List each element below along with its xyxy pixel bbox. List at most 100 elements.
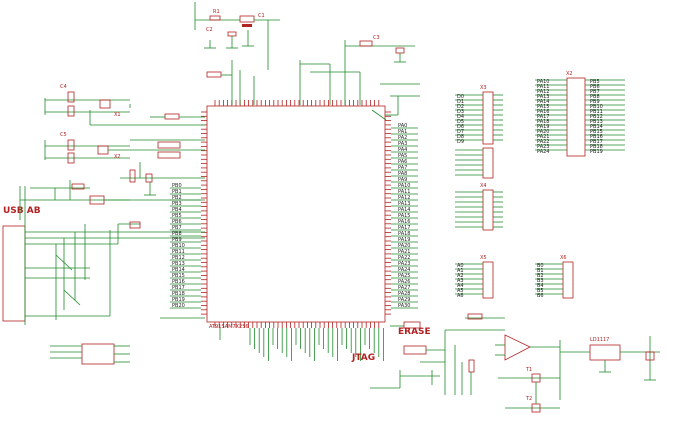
header-pin-label: D7 [457, 129, 464, 135]
right-pin-label: PA13 [398, 201, 410, 207]
right-pin-label: PA1 [398, 129, 407, 135]
left-pin-label: PB5 [172, 213, 182, 219]
jtag-label: JTAG [351, 353, 375, 363]
header-x5: X4 [480, 183, 494, 231]
header-pin-label: PB11 [590, 109, 603, 115]
x2-label: X2 [114, 154, 121, 160]
header-pin-label: A0 [457, 263, 464, 269]
right-bus: PA0PA1PA2PA3PA4PA5PA6PA7PA8PA9PA10PA11PA… [391, 123, 418, 309]
left-pin-label: PB19 [172, 297, 185, 303]
header-pin-label: D6 [457, 124, 464, 130]
usb-label: USB AB [3, 206, 41, 216]
header-pin-label: PB17 [590, 139, 603, 145]
left-pin-label: PB6 [172, 219, 182, 225]
mcu-label: AT91SAM7X256 [209, 324, 249, 330]
left-pin-label: PB15 [172, 273, 185, 279]
header-pin-label: PA17 [537, 114, 549, 120]
right-pin-label: PA20 [398, 243, 410, 249]
header-pin-label: A3 [457, 278, 464, 284]
right-pin-label: PA0 [398, 123, 407, 129]
erase-jtag-section: ERASE JTAG [351, 313, 561, 400]
svg-text:X2: X2 [566, 71, 573, 77]
bottom-left-connector [50, 343, 130, 365]
header-pin-label: B5 [537, 288, 544, 294]
header-x2-top-right: X2 [566, 71, 586, 157]
header-pin-label: B6 [537, 293, 544, 299]
header-pin-label: PA19 [537, 124, 549, 130]
mcu-pins-right [385, 111, 391, 315]
right-pin-label: PA4 [398, 147, 407, 153]
header-pin-label: A2 [457, 273, 464, 279]
header-pin-label: PB19 [590, 149, 603, 155]
c1-label: C1 [258, 13, 265, 19]
erase-label: ERASE [398, 327, 431, 337]
svg-text:X5: X5 [480, 255, 487, 261]
header-pin-label: D2 [457, 104, 464, 110]
right-pin-label: PA30 [398, 303, 410, 309]
header-pin-label: D3 [457, 109, 464, 115]
left-pin-label: PB16 [172, 279, 185, 285]
header-x7: X6 [560, 255, 574, 299]
r1-label: R1 [213, 9, 220, 15]
right-pin-label: PA9 [398, 177, 407, 183]
header-pin-label: PA16 [537, 109, 549, 115]
c4-label: C4 [60, 84, 67, 90]
right-pin-label: PA25 [398, 273, 410, 279]
mcu-pins-left [201, 111, 207, 315]
header-pin-label: D5 [457, 119, 464, 125]
right-pin-label: PA14 [398, 207, 410, 213]
header-pin-label: A4 [457, 283, 464, 289]
right-pin-label: PA15 [398, 213, 410, 219]
reset-section [120, 162, 205, 196]
header-pin-label: PA18 [537, 119, 549, 125]
c2-label: C2 [206, 27, 213, 33]
header-pin-label: B1 [537, 268, 544, 274]
right-pin-label: PA10 [398, 183, 410, 189]
header-pin-label: A5 [457, 288, 464, 294]
left-pin-label: PB9 [172, 237, 182, 243]
header-pin-label: PA23 [537, 144, 549, 150]
header-pin-label: PA21 [537, 134, 549, 140]
header-pin-label: PB12 [590, 114, 603, 120]
right-pin-label: PA8 [398, 171, 407, 177]
right-pin-label: PA7 [398, 165, 407, 171]
ld1117-label: LD1117 [590, 337, 609, 343]
header-pin-label: PB13 [590, 119, 603, 125]
left-pin-label: PB2 [172, 195, 182, 201]
header-pin-label: PB15 [590, 129, 603, 135]
left-pin-label: PB10 [172, 243, 185, 249]
top-right-power: C3 [206, 35, 420, 121]
header-pin-label: D8 [457, 134, 464, 140]
header-pin-label: PA20 [537, 129, 549, 135]
left-pin-label: PB12 [172, 255, 185, 261]
left-pin-label: PB0 [172, 183, 182, 189]
header-pin-label: PB14 [590, 124, 603, 130]
right-pin-label: PA29 [398, 297, 410, 303]
t1-label: T1 [525, 367, 532, 373]
left-pin-label: PB1 [172, 189, 182, 195]
t2-label: T2 [525, 396, 532, 402]
header-x3: X3 [480, 85, 494, 145]
right-pin-label: PA16 [398, 219, 410, 225]
svg-text:X3: X3 [480, 85, 487, 91]
right-pin-label: PA21 [398, 249, 410, 255]
left-pin-label: PB4 [172, 207, 182, 213]
left-pin-label: PB13 [172, 261, 185, 267]
svg-text:X4: X4 [480, 183, 487, 189]
right-pin-label: PA17 [398, 225, 410, 231]
regulator-section: LD1117 T1 T2 [498, 336, 660, 413]
header-pin-label: D1 [457, 99, 464, 105]
header-pin-label: PB9 [590, 99, 600, 105]
right-pin-label: PA28 [398, 291, 410, 297]
header-pin-label: PA22 [537, 139, 549, 145]
left-pin-label: PB7 [172, 225, 182, 231]
left-pin-label: PB20 [172, 303, 185, 309]
left-pin-label: PB8 [172, 231, 182, 237]
header-pin-label: PB7 [590, 89, 600, 95]
header-pin-label: PA14 [537, 99, 549, 105]
header-pin-label: B2 [537, 273, 544, 279]
right-pin-label: PA26 [398, 279, 410, 285]
right-pin-label: PA22 [398, 255, 410, 261]
